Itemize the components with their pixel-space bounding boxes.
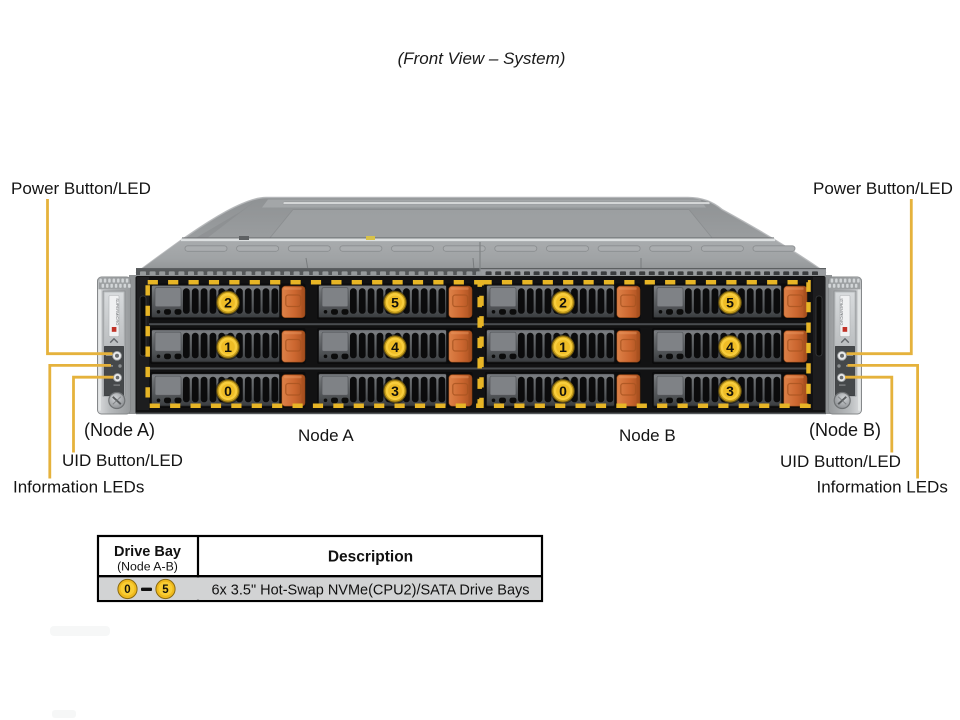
svg-text:Drive Bay: Drive Bay	[114, 544, 181, 560]
svg-text:Power Button/LED: Power Button/LED	[11, 179, 151, 198]
svg-text:0: 0	[559, 383, 567, 399]
svg-text:6x 3.5" Hot-Swap NVMe(CPU2)/SA: 6x 3.5" Hot-Swap NVMe(CPU2)/SATA Drive B…	[211, 583, 529, 599]
svg-text:2: 2	[559, 295, 567, 311]
svg-text:Information LEDs: Information LEDs	[13, 478, 144, 497]
svg-text:Power Button/LED: Power Button/LED	[813, 179, 953, 198]
svg-text:4: 4	[391, 339, 399, 355]
svg-text:SUPERMICRO: SUPERMICRO	[115, 298, 120, 325]
svg-text:5: 5	[726, 295, 734, 311]
svg-text:5: 5	[162, 584, 169, 596]
svg-text:1: 1	[224, 339, 232, 355]
svg-text:0: 0	[124, 584, 130, 596]
svg-text:5: 5	[391, 295, 399, 311]
svg-text:4: 4	[726, 339, 734, 355]
svg-text:(Node B): (Node B)	[809, 420, 881, 440]
svg-text:2: 2	[224, 295, 232, 311]
svg-text:Node A: Node A	[298, 426, 354, 445]
svg-text:Information LEDs: Information LEDs	[817, 478, 948, 497]
svg-text:(Front View – System): (Front View – System)	[398, 49, 566, 68]
svg-text:Description: Description	[328, 549, 413, 566]
svg-text:(Node A): (Node A)	[84, 420, 155, 440]
svg-text:Node B: Node B	[619, 426, 676, 445]
svg-text:(Node A-B): (Node A-B)	[117, 560, 178, 574]
svg-text:1: 1	[559, 339, 567, 355]
svg-text:3: 3	[391, 383, 399, 399]
svg-text:UID Button/LED: UID Button/LED	[62, 451, 183, 470]
svg-text:UID Button/LED: UID Button/LED	[780, 452, 901, 471]
svg-text:3: 3	[726, 383, 734, 399]
svg-text:0: 0	[224, 383, 232, 399]
